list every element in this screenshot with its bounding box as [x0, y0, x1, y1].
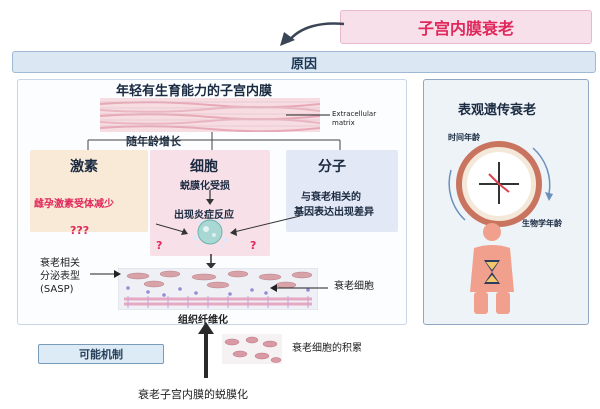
accumulation-label: 衰老细胞的积累 — [292, 343, 362, 354]
cell-text-1: 蜕膜化受损 — [180, 181, 230, 192]
title-arrow — [280, 22, 345, 46]
sasp-label: 衰老相关 分泌表型 (SASP) — [40, 257, 80, 296]
bottom-label: 衰老子宫内膜的蜕膜化 — [138, 388, 248, 401]
molecule-text-1: 与衰老相关的 — [301, 192, 361, 203]
hormone-unknown: ??? — [70, 224, 90, 237]
hormone-text: 雌孕激素受体减少 — [34, 199, 114, 210]
left-heading: 年轻有生育能力的子宫内膜 — [116, 84, 273, 99]
senescent-pointer — [270, 284, 328, 292]
up-arrow — [198, 322, 214, 378]
right-heading: 表观遗传衰老 — [458, 103, 537, 118]
cell-question-left: ? — [156, 239, 163, 252]
ecm-pointer — [286, 114, 330, 116]
mechanism-box: 可能机制 — [38, 344, 164, 364]
mechanism-label: 可能机制 — [79, 348, 123, 361]
sasp-line-3: (SASP) — [40, 284, 74, 295]
diagram-title: 子宫内膜衰老 — [417, 19, 514, 38]
cause-label: 原因 — [290, 56, 317, 72]
accumulation-illustration — [222, 334, 282, 364]
aged-tissue-illustration — [118, 268, 318, 310]
cell-question-right: ? — [250, 239, 257, 252]
chrono-age-label: 时间年龄 — [448, 133, 480, 142]
cell-illustration — [155, 190, 301, 248]
sasp-line-2: 分泌表型 — [40, 271, 80, 282]
cell-title: 细胞 — [190, 159, 218, 175]
senescent-cells-label: 衰老细胞 — [334, 281, 374, 292]
hormone-box — [30, 150, 148, 232]
young-tissue-illustration — [100, 98, 320, 132]
molecule-title: 分子 — [318, 159, 346, 175]
sasp-pointer — [90, 270, 121, 278]
hormone-title: 激素 — [70, 159, 98, 175]
title-box: 子宫内膜衰老 — [340, 10, 592, 44]
molecule-text-2: 基因表达出现差异 — [294, 207, 374, 218]
cause-bar: 原因 — [12, 51, 596, 73]
bio-age-label: 生物学年龄 — [522, 219, 562, 228]
ecm-label-line1: Extracellular — [332, 110, 377, 118]
clock-icon — [448, 141, 553, 227]
down-arrow-to-tissue — [206, 254, 216, 269]
fibrosis-label: 组织纤维化 — [178, 315, 228, 326]
ecm-label: Extracellular matrix — [332, 110, 376, 128]
ecm-label-line2: matrix — [332, 119, 355, 127]
cell-text-2: 出现炎症反应 — [174, 210, 234, 221]
age-label: 随年龄增长 — [126, 135, 181, 148]
molecule-box — [286, 150, 398, 232]
sasp-line-1: 衰老相关 — [40, 258, 80, 269]
person-hourglass-icon — [470, 223, 514, 314]
